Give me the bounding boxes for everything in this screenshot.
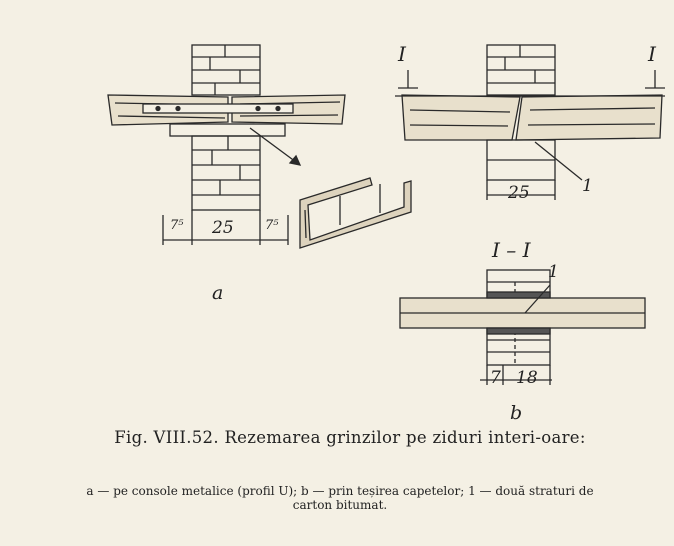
section-mark-left: I <box>398 42 406 66</box>
wall-a-bottom <box>191 135 261 211</box>
console-plate <box>169 123 286 137</box>
figure-caption-title: Fig. VIII.52. Rezemarea grinzilor pe zid… <box>114 428 586 447</box>
dimension-a <box>162 210 289 245</box>
figure-caption-text: a — pe console metalice (profil U); b — … <box>86 484 594 512</box>
dim-a-mid: 25 <box>212 218 234 238</box>
dim-a-right: 7⁵ <box>265 218 279 233</box>
callout-1-top: 1 <box>582 176 593 196</box>
wall-a-top <box>191 44 261 96</box>
dim-b-left: 7 <box>490 368 501 388</box>
section-title: I – I <box>492 238 531 262</box>
metal-strip <box>142 103 294 114</box>
u-channel-icon <box>299 177 412 249</box>
wall-b-top <box>486 44 556 96</box>
section-mark-right: I <box>648 42 656 66</box>
beam-b <box>395 94 665 141</box>
dim-b-top: 25 <box>508 183 530 203</box>
dim-a-left: 7⁵ <box>170 218 184 233</box>
label-a: a <box>212 282 224 304</box>
dimension-b <box>480 365 552 385</box>
callout-1-bottom: 1 <box>548 262 559 282</box>
label-b: b <box>510 402 523 424</box>
dim-b-right: 18 <box>516 368 538 388</box>
section-beam <box>399 291 646 335</box>
